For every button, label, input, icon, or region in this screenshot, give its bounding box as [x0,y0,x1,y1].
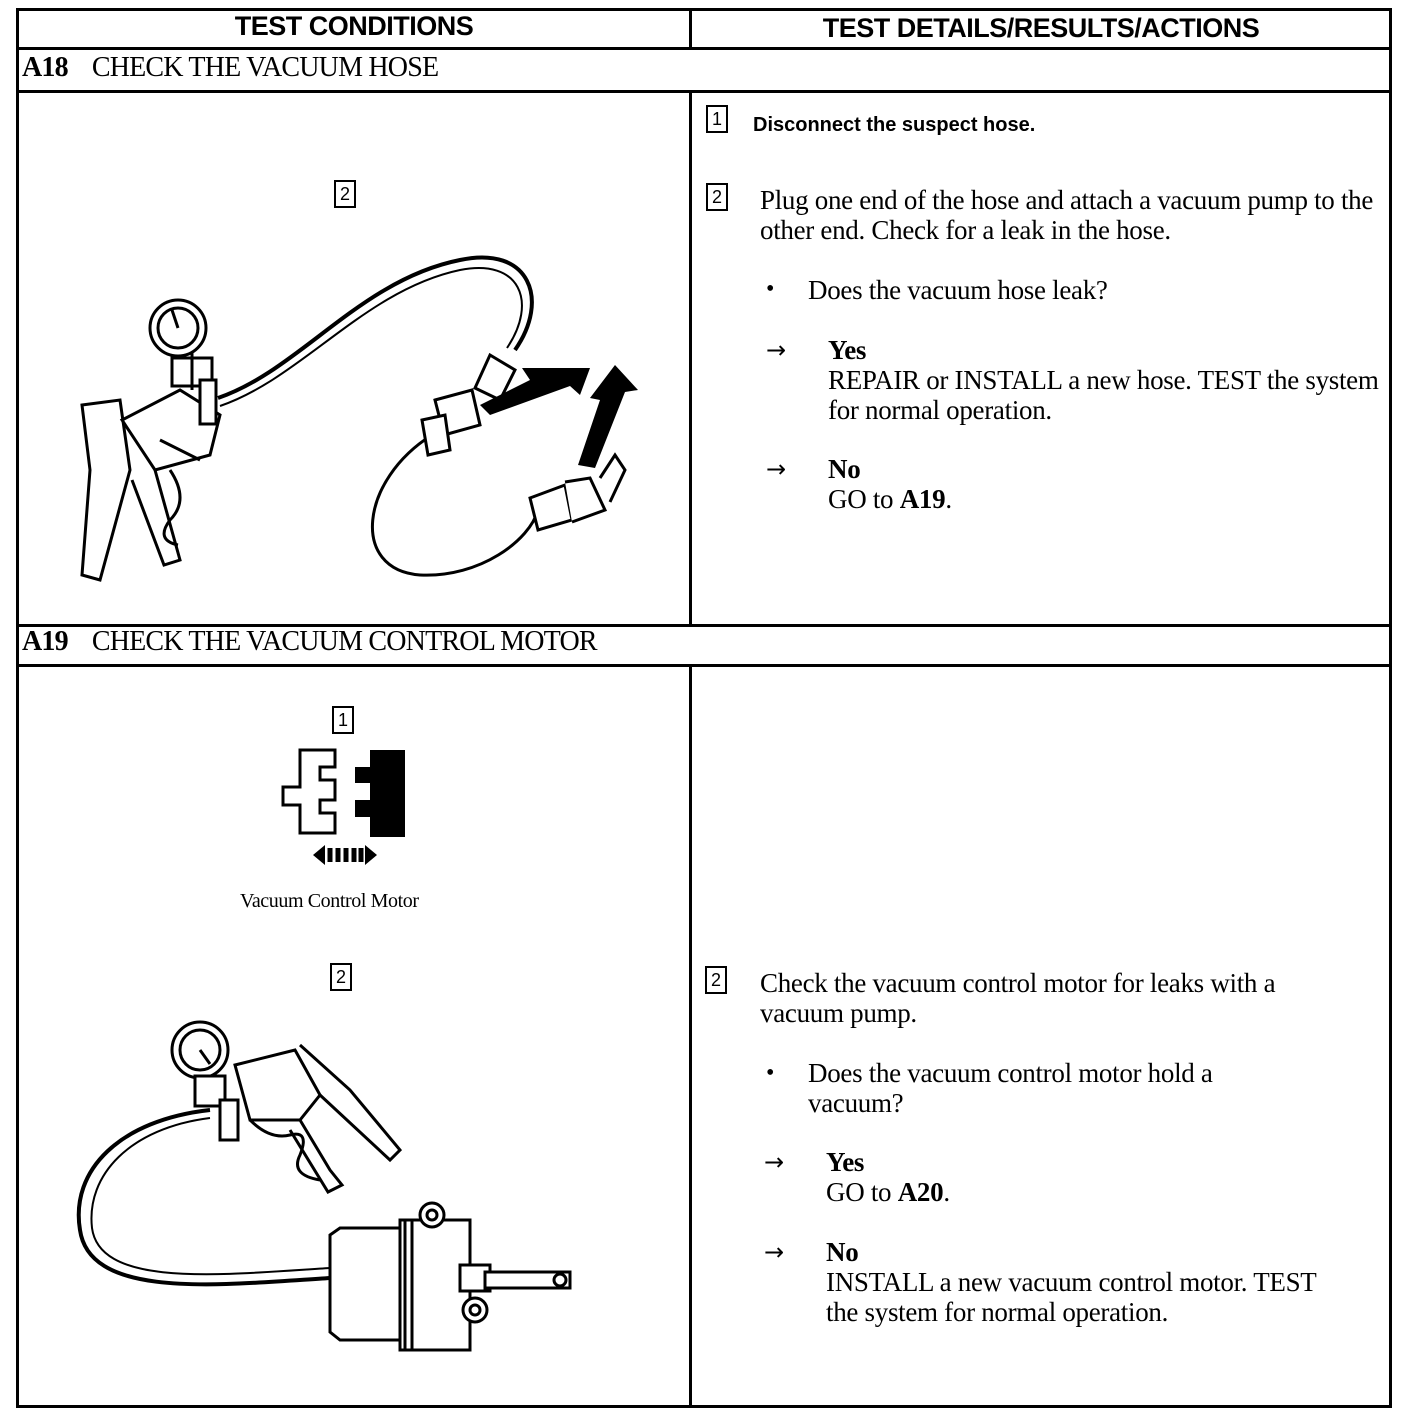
table-frame [16,8,1392,1408]
a19-bullet: • [766,1060,775,1086]
a19-yes-prefix: GO to [826,1177,898,1207]
a19-figure2-step-box: 2 [330,963,352,991]
a18-step2-text: Plug one end of the hose and attach a va… [760,185,1374,245]
a19-title-divider [16,664,1392,667]
a19-no-label: No [826,1237,859,1267]
a18-step1-box: 1 [706,105,728,133]
a19-top-divider [16,624,1392,627]
a19-yes-suffix: . [943,1177,950,1207]
vacuum-pump-motor-illustration [76,1020,572,1352]
a19-id: A19 [22,626,69,657]
a18-yes-label: Yes [828,335,867,365]
a18-no-prefix: GO to [828,484,900,514]
header-divider [16,47,1392,50]
a18-step2-box: 2 [706,183,728,211]
a18-no-suffix: . [945,484,952,514]
a19-figure1-caption: Vacuum Control Motor [240,890,419,912]
a19-yes-ref: A20 [897,1177,944,1207]
a19-yes-arrow: → [764,1148,785,1176]
a18-yes-arrow: → [766,336,787,364]
a18-step1-text: Disconnect the suspect hose. [753,114,1036,136]
a19-no-arrow: → [764,1238,785,1266]
a19-step2-text: Check the vacuum control motor for leaks… [760,968,1276,1028]
a18-question: Does the vacuum hose leak? [808,275,1108,305]
a18-bullet: • [766,276,775,302]
a18-section-title: A18 CHECK THE VACUUM HOSE [22,52,439,84]
a19-no-text: INSTALL a new vacuum control motor. TEST… [826,1267,1317,1327]
a18-no-text: GO to A19. [828,484,1383,514]
a19-question: Does the vacuum control motor hold a vac… [808,1058,1213,1118]
a19-step2-box: 2 [705,966,727,994]
column-divider-top [689,8,692,48]
a18-id: A18 [22,52,69,83]
a18-no-ref: A19 [899,484,946,514]
vacuum-pump-hose-illustration [80,255,638,582]
a18-yes-text: REPAIR or INSTALL a new hose. TEST the s… [828,365,1379,425]
a18-title-divider [16,90,1392,93]
a18-title: CHECK THE VACUUM HOSE [91,52,439,83]
a19-title: CHECK THE VACUUM CONTROL MOTOR [91,626,598,657]
a19-column-divider [689,664,692,1408]
a19-yes-label: Yes [826,1147,865,1177]
a18-no-arrow: → [766,455,787,483]
a18-figure-step-box: 2 [334,180,356,208]
a19-figure1-step-box: 1 [332,706,354,734]
vacuum-control-motor-symbol [281,748,405,865]
a19-yes-text: GO to A20. [826,1177,1381,1207]
a19-section-title: A19 CHECK THE VACUUM CONTROL MOTOR [22,626,598,658]
header-test-details: TEST DETAILS/RESULTS/ACTIONS [822,13,1260,43]
a18-column-divider [689,90,692,626]
header-test-conditions: TEST CONDITIONS [234,11,474,41]
a18-no-label: No [828,454,861,484]
